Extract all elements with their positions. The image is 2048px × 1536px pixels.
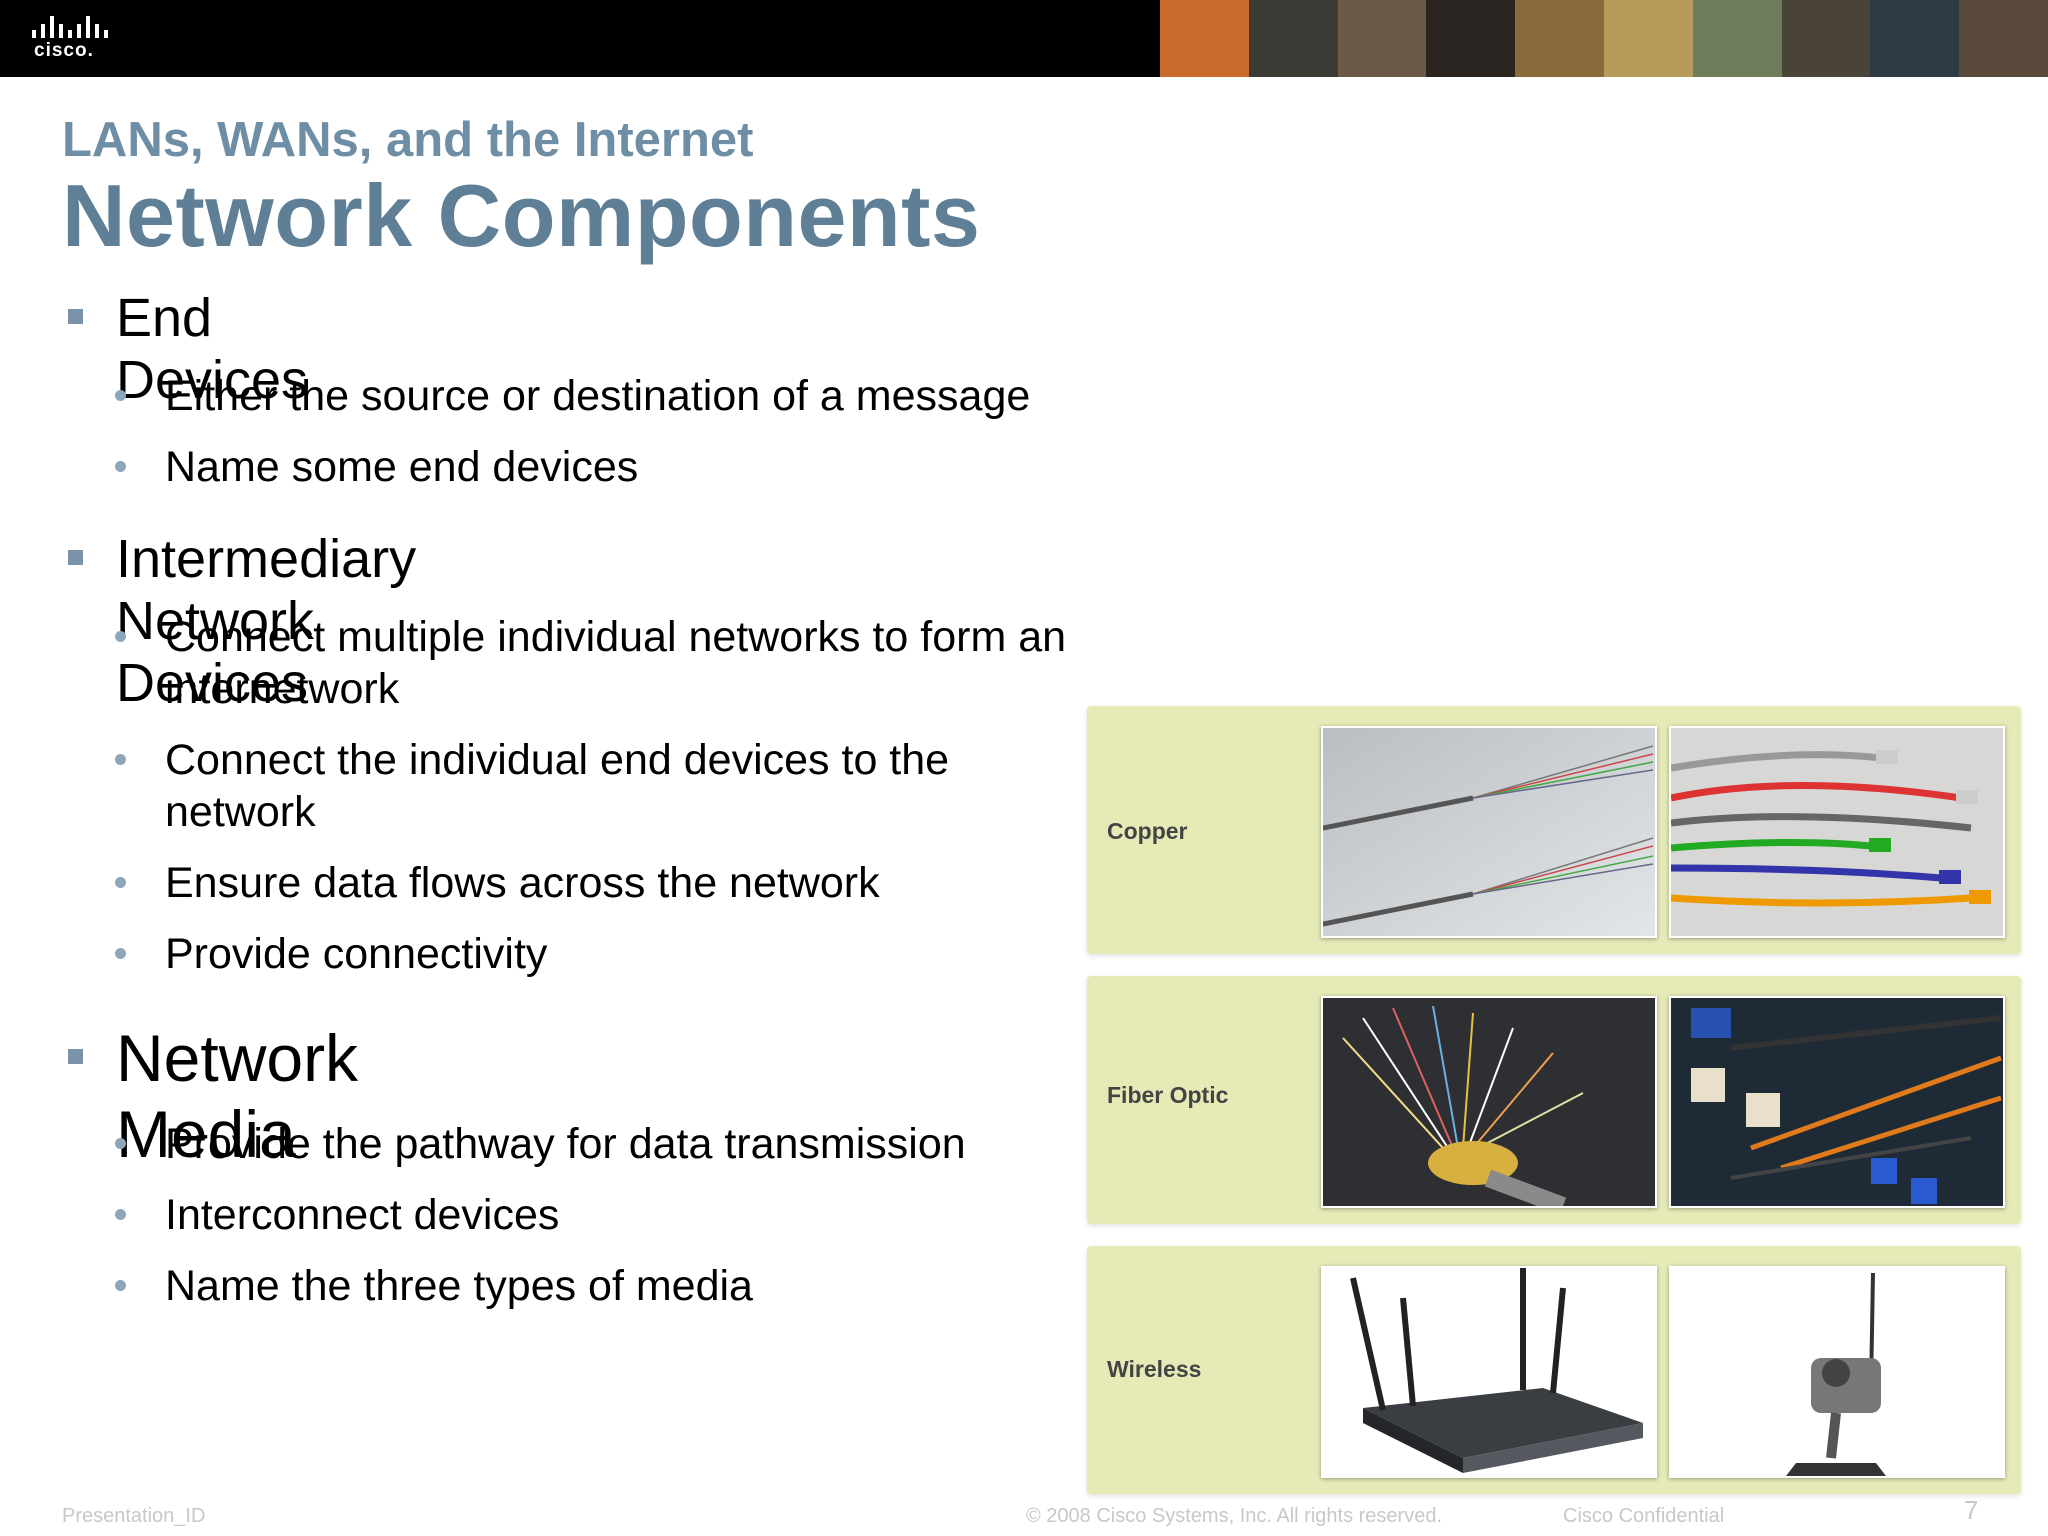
round-bullet-icon <box>115 1280 126 1291</box>
round-bullet-icon <box>115 1209 126 1220</box>
header-photo-tile <box>1160 0 1249 77</box>
media-panel-wireless: Wireless <box>1087 1246 2021 1494</box>
section-heading-end-devices: End Devices <box>116 288 309 410</box>
header-photo-tile <box>1603 0 1693 77</box>
header-photo-tile <box>1515 0 1604 77</box>
bullet-item: Name some end devices <box>165 443 639 491</box>
round-bullet-icon <box>115 390 126 401</box>
bullet-item: Name the three types of media <box>165 1262 753 1310</box>
fiber-strands-image <box>1321 996 1657 1208</box>
round-bullet-icon <box>115 461 126 472</box>
bullet-item: Either the source or destination of a me… <box>165 372 1031 420</box>
header-photo-tile <box>1337 0 1427 77</box>
wireless-router-image <box>1321 1266 1657 1478</box>
header-photo-strip <box>1160 0 2048 77</box>
bullet-item: Ensure data flows across the network <box>165 859 880 907</box>
header-photo-tile <box>1870 0 1960 77</box>
media-label: Fiber Optic <box>1107 1082 1229 1108</box>
page-number: 7 <box>1964 1495 1979 1525</box>
copper-strands-image <box>1321 726 1657 938</box>
footer-confidential: Cisco Confidential <box>1563 1505 1725 1527</box>
media-label: Wireless <box>1107 1356 1202 1382</box>
wireless-webcam-image <box>1669 1266 2005 1478</box>
bullet-item: Connect multiple individual networks to … <box>165 613 1067 713</box>
round-bullet-icon <box>115 877 126 888</box>
header-bar: cisco. <box>0 0 2048 77</box>
copper-patch-cables-image <box>1669 726 2005 938</box>
square-bullet-icon <box>68 550 83 565</box>
header-photo-tile <box>1781 0 1871 77</box>
square-bullet-icon <box>68 309 83 324</box>
slide-subtitle: LANs, WANs, and the Internet <box>62 113 754 167</box>
section-heading-network-media: Network Media <box>116 1021 359 1171</box>
footer-copyright: © 2008 Cisco Systems, Inc. All rights re… <box>1026 1505 1443 1527</box>
logo-wordmark: cisco. <box>34 40 94 61</box>
header-photo-tile <box>1426 0 1516 77</box>
round-bullet-icon <box>115 631 126 642</box>
header-photo-tile <box>1959 0 2048 77</box>
header-photo-tile <box>1692 0 1782 77</box>
square-bullet-icon <box>68 1049 83 1064</box>
slide-title: Network Components <box>62 166 981 265</box>
round-bullet-icon <box>115 948 126 959</box>
round-bullet-icon <box>115 754 126 765</box>
bullet-item: Connect the individual end devices to th… <box>165 736 950 836</box>
bullet-item: Provide connectivity <box>165 930 548 978</box>
bullet-item: Interconnect devices <box>165 1191 560 1239</box>
round-bullet-icon <box>115 1138 126 1149</box>
media-panel-fiber-optic: Fiber Optic <box>1087 976 2021 1224</box>
section-heading-intermediary-devices: Intermediary Network Devices <box>116 529 417 713</box>
cisco-logo: cisco. <box>28 14 138 64</box>
media-label: Copper <box>1107 818 1188 844</box>
footer-presentation-id: Presentation_ID <box>62 1505 206 1527</box>
header-photo-tile <box>1248 0 1338 77</box>
fiber-connectors-image <box>1669 996 2005 1208</box>
media-panel-copper: Copper <box>1087 706 2021 954</box>
bullet-item: Provide the pathway for data transmissio… <box>165 1120 966 1168</box>
